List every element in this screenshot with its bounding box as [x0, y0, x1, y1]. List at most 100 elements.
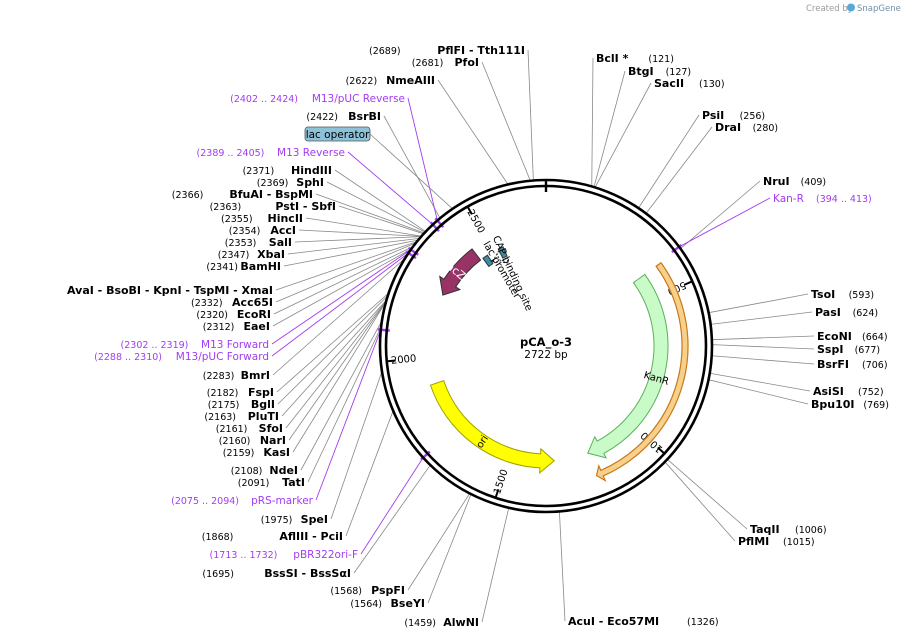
enzyme-site-pasi: PasI (624): [815, 306, 878, 319]
tick-label: 2000: [391, 353, 417, 366]
enzyme-position: (2175): [208, 400, 240, 411]
enzyme-position: (1868): [202, 532, 234, 543]
enzyme-name: SphI: [296, 176, 324, 189]
enzyme-site-pflfi-tth111i: PflFI - Tth111I(2689): [369, 44, 525, 57]
enzyme-site-avai-bsobi-kpni-tspmi-xmai: AvaI - BsoBI - KpnI - TspMI - XmaI(2336): [67, 284, 273, 297]
enzyme-name: TatI: [282, 476, 305, 489]
enzyme-leader: [708, 379, 809, 405]
enzyme-leader: [281, 299, 387, 417]
enzyme-site-afliii-pcii: AflIII - PciI(1868): [202, 530, 343, 543]
enzyme-site-bmri: BmrI(2283): [203, 369, 270, 382]
enzyme-position: (1015): [783, 537, 815, 548]
enzyme-leader: [710, 311, 813, 325]
enzyme-leader: [437, 79, 509, 185]
enzyme-site-pfoi: PfoI (2681): [412, 56, 479, 69]
primer-range: (2302 .. 2319): [121, 340, 189, 351]
enzyme-leader: [427, 493, 472, 604]
enzyme-name: HindIII: [291, 164, 332, 177]
enzyme-position: (2689): [369, 46, 401, 57]
primer-site-pbr322ori-f: pBR322ori-F(1713 .. 1732): [210, 549, 358, 561]
enzyme-name: SfoI: [259, 422, 283, 435]
primer-range: (2402 .. 2424): [230, 94, 298, 105]
enzyme-position: (2622): [346, 76, 378, 87]
enzyme-position: (2681): [412, 58, 444, 69]
enzyme-position: (2354): [229, 226, 261, 237]
primer-site-prs-marker: pRS-marker(2075 .. 2094): [171, 495, 314, 507]
primer-name: pBR322ori-F: [293, 549, 358, 561]
enzyme-position: (2161): [216, 424, 248, 435]
enzyme-site-acui-eco57mi: AcuI - Eco57MI(1326): [568, 615, 719, 628]
enzyme-site-kasi: KasI(2159): [223, 446, 290, 459]
enzyme-name: BssSI - BssSαI: [264, 567, 351, 580]
enzyme-name: EcoRI: [237, 308, 271, 321]
enzyme-name: PasI: [815, 306, 841, 319]
enzyme-position: (130): [699, 79, 725, 90]
feature-lac-operator: [482, 254, 494, 268]
enzyme-name: SspI: [817, 343, 843, 356]
enzyme-leader: [330, 371, 383, 520]
enzyme-leader: [407, 493, 471, 591]
enzyme-leader: [288, 300, 387, 441]
enzyme-name: BamHI: [240, 260, 281, 273]
enzyme-site-hindiii: HindIII(2371): [243, 164, 332, 177]
enzyme-name: PfoI: [455, 56, 480, 69]
enzyme-position: (2363): [210, 202, 242, 213]
enzyme-leader: [708, 293, 809, 314]
enzyme-site-btgi: BtgI (127): [628, 65, 691, 78]
enzyme-leader: [591, 57, 594, 187]
enzyme-name: PflMI: [738, 535, 769, 548]
enzyme-site-pspfi: PspFI(1568): [330, 584, 405, 597]
enzyme-position: (1326): [687, 617, 719, 628]
enzyme-name: BsrFI: [817, 358, 849, 371]
enzyme-name: AsiSI: [813, 385, 844, 398]
enzyme-site-sfoi: SfoI (2161): [216, 422, 283, 435]
plasmid-name: pCA_o-3: [520, 335, 572, 350]
enzyme-leader: [276, 292, 389, 393]
enzyme-name: BsrBI: [348, 110, 381, 123]
lac-operator-label-box: lac operator: [304, 126, 371, 142]
enzyme-leader: [283, 239, 419, 267]
enzyme-leader: [353, 464, 431, 574]
primer-leader: [347, 151, 434, 225]
enzyme-name: Acc65I: [232, 296, 273, 309]
enzyme-position: (121): [648, 54, 674, 65]
enzyme-leader: [300, 320, 383, 471]
enzyme-site-asisi: AsiSI(752): [813, 385, 884, 398]
enzyme-position: (409): [801, 177, 827, 188]
enzyme-position: (127): [666, 67, 692, 78]
enzyme-leader: [527, 49, 534, 181]
enzyme-name: PsiI: [702, 109, 724, 122]
enzyme-name: SalI: [269, 236, 292, 249]
enzyme-site-nmeaiii: NmeAIII(2622): [346, 74, 435, 87]
kanr-cds-arc: [595, 261, 689, 482]
enzyme-position: (2160): [219, 436, 251, 447]
enzyme-site-ecori: EcoRI(2320): [196, 308, 271, 321]
enzyme-position: (2312): [203, 322, 235, 333]
enzyme-site-pluti: PluTI(2163): [204, 410, 279, 423]
enzyme-position: (2163): [204, 412, 236, 423]
feature-label-cap-site: CAP binding site: [490, 234, 534, 313]
enzyme-position: (2353): [225, 238, 257, 249]
tick-mark: [657, 446, 665, 454]
enzyme-leader: [315, 193, 425, 234]
enzyme-site-bsssi-bsss-i: BssSI - BssSαI(1695): [202, 567, 351, 580]
enzyme-site-bseyi: BseYI(1564): [350, 597, 425, 610]
lac-operator-label: lac operator: [306, 129, 370, 141]
tick-mark: [387, 359, 396, 363]
primer-site-m13-puc-forward: M13/pUC Forward(2288 .. 2310): [94, 351, 269, 363]
enzyme-name: EaeI: [244, 320, 271, 333]
enzyme-position: (2182): [207, 388, 239, 399]
enzyme-position: (2369): [257, 178, 289, 189]
enzyme-site-ndei: NdeI(2108): [231, 464, 298, 477]
feature-kanr: [587, 273, 669, 459]
enzyme-name: BtgI: [628, 65, 654, 78]
enzyme-site-acci: AccI(2354): [229, 224, 296, 237]
feature-lacza: [439, 248, 482, 296]
enzyme-position: (2159): [223, 448, 255, 459]
enzyme-position: (624): [853, 308, 879, 319]
enzyme-leader: [481, 507, 510, 623]
enzyme-name: TaqII: [750, 523, 780, 536]
enzyme-site-psii: PsiI(256): [702, 109, 765, 122]
enzyme-site-spei: SpeI(1975): [261, 513, 328, 526]
enzyme-site-bgli: BglI(2175): [208, 398, 275, 411]
